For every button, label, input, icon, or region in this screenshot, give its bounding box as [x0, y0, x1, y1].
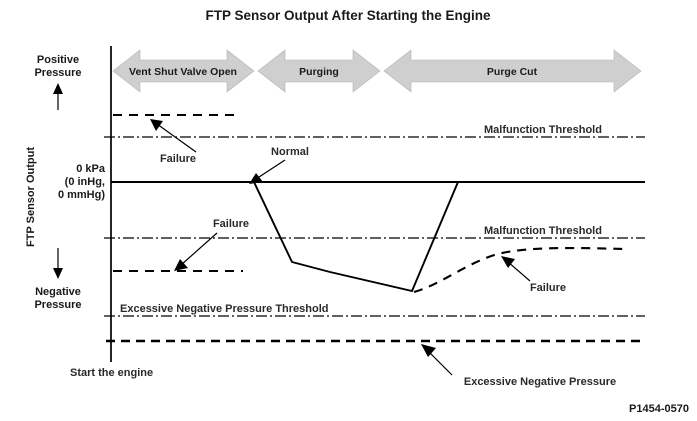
- failure-lower-right-curve: [413, 246, 626, 294]
- malfunction-threshold-lower-label: Malfunction Threshold: [484, 225, 602, 237]
- malfunction-threshold-upper-label: Malfunction Threshold: [484, 124, 602, 136]
- annotation-excessive-negative-pressure-label: Excessive Negative Pressure: [464, 376, 616, 388]
- negative-pressure-label-line1: Negative: [35, 286, 81, 298]
- start-the-engine-label: Start the engine: [70, 367, 153, 379]
- phase-arrow-purge-cut: Purge Cut: [383, 49, 642, 93]
- zero-reference-label-line3: 0 mmHg): [58, 189, 105, 201]
- figure-title: FTP Sensor Output After Starting the Eng…: [205, 8, 491, 23]
- phase-arrow-purging: Purging: [257, 49, 381, 93]
- phase-label-3: Purge Cut: [487, 66, 538, 78]
- phase-arrow-shape-1: [112, 49, 255, 93]
- phase-label-2: Purging: [299, 66, 339, 78]
- annotation-failure-upper: Failure: [150, 119, 197, 165]
- excessive-negative-pressure-threshold-label: Excessive Negative Pressure Threshold: [120, 303, 329, 315]
- annotation-failure-upper-label: Failure: [160, 153, 196, 165]
- zero-reference-label-line2: (0 inHg,: [65, 176, 105, 188]
- annotation-failure-lower-right-label: Failure: [530, 282, 566, 294]
- negative-direction-arrow-icon: [53, 248, 63, 279]
- annotation-failure-lower-left-label: Failure: [213, 218, 249, 230]
- phase-arrow-shape-3: [383, 49, 642, 93]
- figure-code: P1454-0570: [629, 403, 689, 415]
- y-axis-title: FTP Sensor Output: [25, 147, 37, 247]
- phase-arrow-vent-shut-valve-open: Vent Shut Valve Open: [112, 49, 255, 93]
- positive-pressure-label-line1: Positive: [37, 54, 79, 66]
- annotation-normal: Normal: [249, 146, 309, 184]
- negative-pressure-label-line2: Pressure: [34, 299, 81, 311]
- phase-arrow-shape-2: [257, 49, 381, 93]
- positive-direction-arrow-icon: [53, 83, 63, 110]
- annotation-normal-label: Normal: [271, 146, 309, 158]
- zero-reference-label-line1: 0 kPa: [76, 163, 106, 175]
- positive-pressure-label-line2: Pressure: [34, 67, 81, 79]
- annotation-failure-lower-left: Failure: [174, 218, 249, 271]
- phase-label-1: Vent Shut Valve Open: [129, 66, 237, 78]
- annotation-failure-lower-right: Failure: [501, 256, 566, 294]
- annotation-excessive-negative-pressure: Excessive Negative Pressure: [421, 344, 616, 388]
